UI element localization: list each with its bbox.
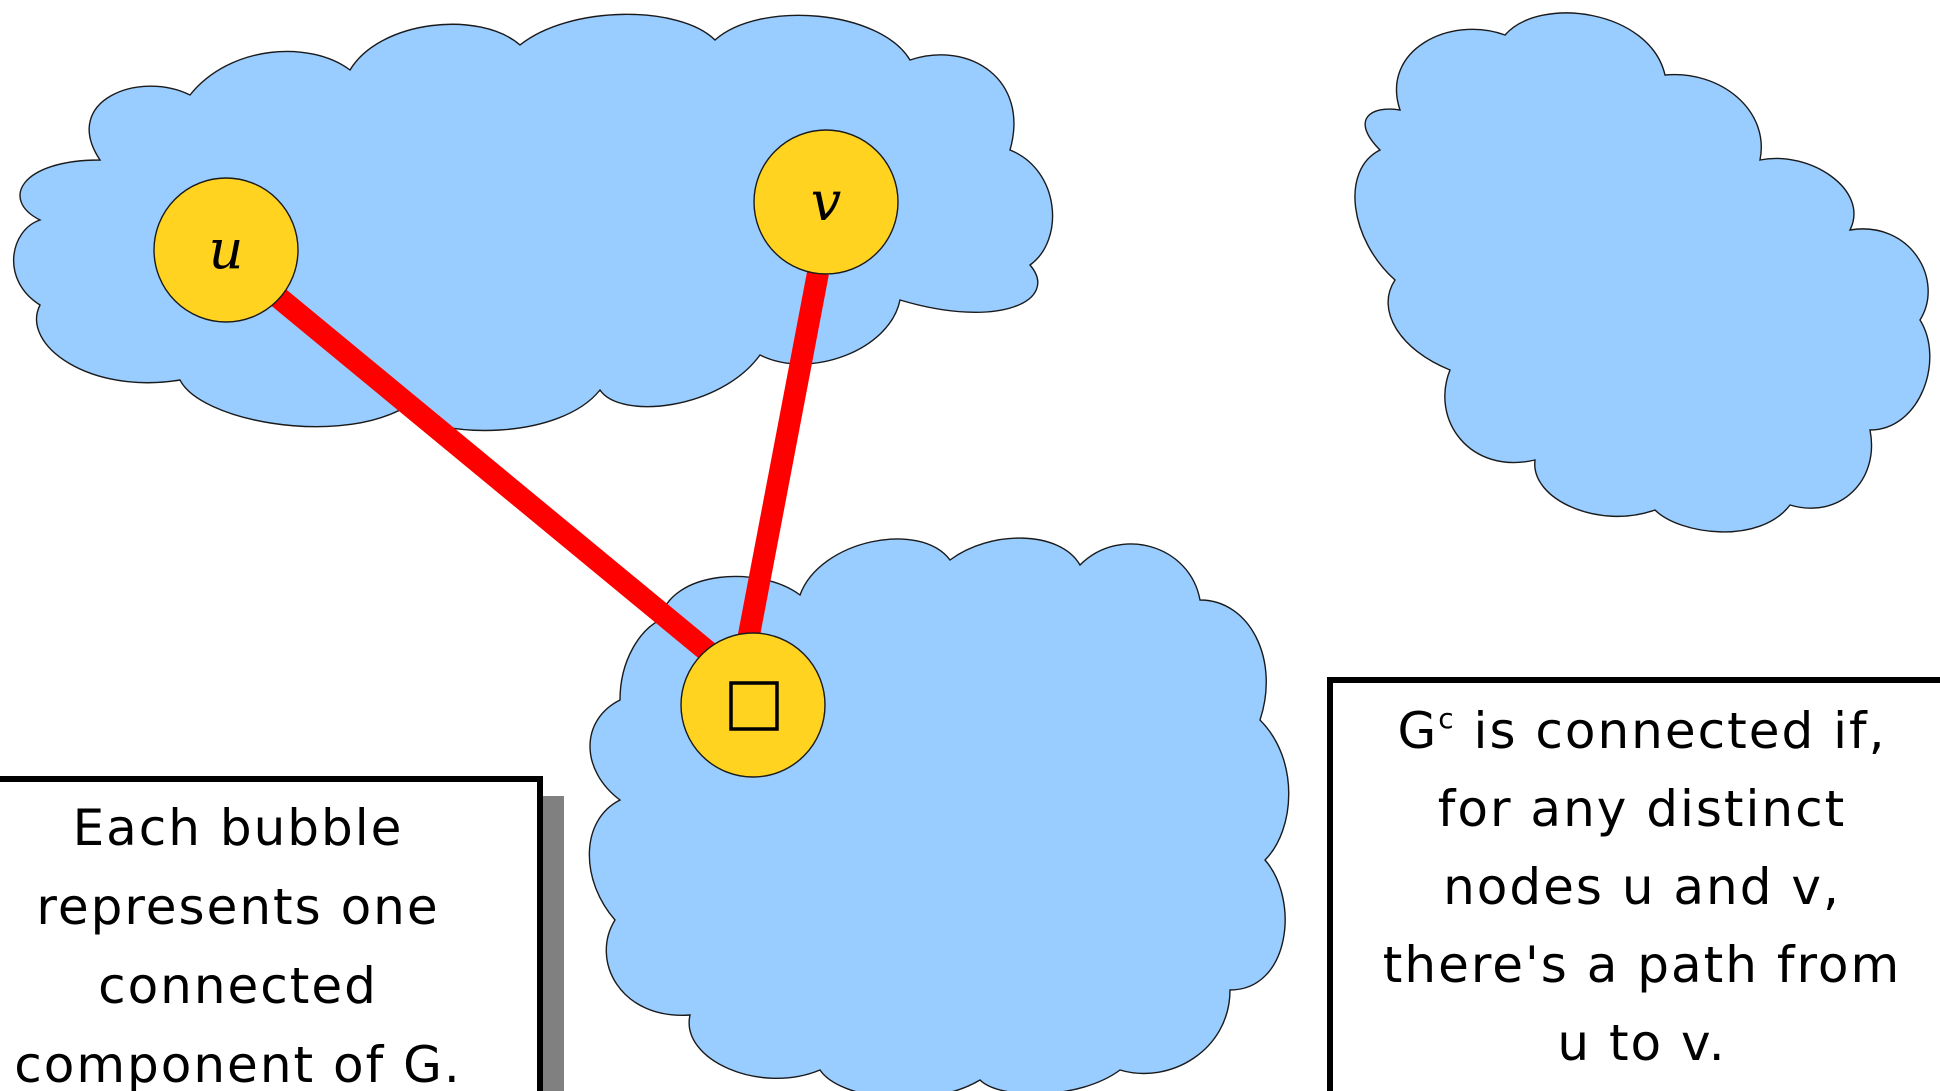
note-left-box [0,776,543,1091]
note-left: Each bubble represents one connected com… [0,776,564,1091]
note-right-line-5: u to v. [1557,1014,1726,1072]
note-right-superscript: c [1438,702,1455,735]
edge-v-to-square [737,270,829,643]
edge-u-to-square [264,283,726,669]
node-u-label: u [209,218,244,281]
node-v-circle [753,129,899,275]
node-u: u [153,177,299,323]
note-left-line-2: represents one [36,878,439,936]
note-right-line-3: nodes u and v, [1443,858,1841,916]
node-square-circle [680,632,826,778]
square-icon [729,681,779,731]
node-v-label: v [811,170,842,233]
note-left-line-1: Each bubble [73,799,404,857]
note-right-box [1327,677,1940,1091]
note-right-line-1-rest: is connected if, [1456,702,1887,760]
node-v: v [753,129,899,275]
note-left-line-4: component of G. [14,1036,461,1091]
node-u-circle [153,177,299,323]
note-right-line-2: for any distinct [1438,780,1846,838]
node-square [680,632,826,778]
note-right: Gc is connected if, for any distinct nod… [1327,677,1940,1091]
bubble-top-left [13,13,1054,432]
note-left-shadow [540,796,564,1091]
note-right-line-1: Gc is connected if, [1398,702,1887,760]
note-right-line-4: there's a path from [1383,936,1901,994]
note-right-g: G [1398,702,1439,760]
bubble-top-right [1354,12,1931,533]
note-left-line-3: connected [98,957,378,1015]
bubble-bottom-middle [588,537,1290,1091]
